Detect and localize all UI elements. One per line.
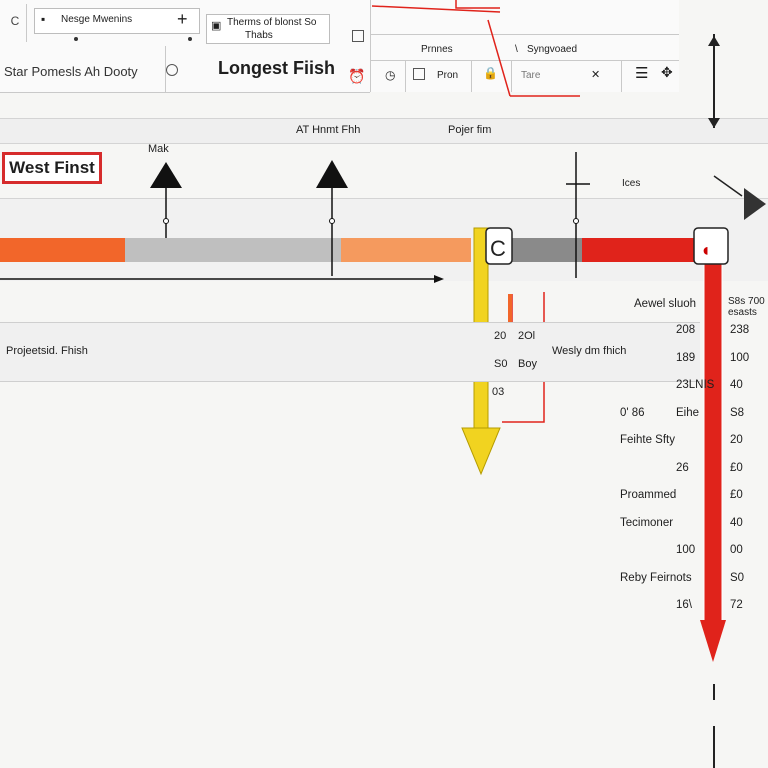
list-item-value-b: 40	[730, 516, 743, 529]
list-item[interactable]: 0' 86 Eihe S8	[580, 405, 768, 425]
back-icon[interactable]: C	[10, 14, 20, 28]
menu-icon[interactable]: ☰	[635, 65, 649, 82]
toolbar-row-top: C ▪ Nesge Mwenins + ▣ Therms of blonst S…	[0, 0, 370, 47]
lock-icon[interactable]: 🔒	[483, 66, 498, 80]
pane-b-label: Syngvoaed	[527, 44, 578, 55]
list-item-value-b: 20	[730, 434, 743, 446]
doc-icon: ▪	[41, 12, 46, 26]
up-arrow-2	[316, 160, 348, 276]
tab-1[interactable]: ▪ Nesge Mwenins +	[34, 8, 200, 34]
column-header-1: AT Hnmt Fhh	[296, 124, 361, 136]
page-title: Longest Fiish	[218, 58, 335, 78]
red-bracket-top	[455, 0, 500, 9]
radio-icon[interactable]	[166, 64, 178, 76]
red-arrow: ◖	[693, 227, 729, 662]
small-label: Ices	[622, 178, 641, 189]
close-icon[interactable]: ✕	[591, 69, 601, 81]
num-top-suffix: 2Ol	[518, 330, 536, 342]
timeline-track	[0, 238, 720, 262]
list-item[interactable]: Tecimoner 40	[580, 515, 768, 535]
pin-icon	[74, 37, 78, 41]
list-item[interactable]: 100 00	[580, 542, 768, 562]
toolbar-row-bottom: Star Pomesls Ah Dooty Longest Fiish ⏰	[0, 46, 370, 93]
list-item-value-b: S8	[730, 406, 745, 419]
mid-label: Wesly dm fhich	[552, 345, 627, 357]
toolbar-right-panel: Prnnes Syngvoaed \ ◷ Pron 🔒 Tare ✕ ☰ ✥	[370, 0, 679, 92]
list-item-value-b: 72	[730, 599, 743, 611]
num-top: 20	[494, 330, 507, 342]
list-item-value-b: S0	[730, 571, 745, 584]
marker-label: Mak	[148, 143, 169, 155]
list-item-value-a: 26	[676, 461, 689, 474]
pin-icon	[188, 37, 192, 41]
svg-text:◖: ◖	[700, 240, 711, 260]
alarm-icon[interactable]: ⏰	[348, 68, 366, 84]
left-caption: Star Pomesls Ah Dooty	[4, 64, 138, 79]
list-item-value-a: 100	[676, 544, 696, 556]
list-item-value-b: 238	[730, 324, 750, 336]
segment-red[interactable]	[582, 238, 694, 262]
doc-icon: ▣	[211, 20, 222, 32]
list-item[interactable]: 26 £0	[580, 460, 768, 480]
list-item-label: Feihte Sfty	[620, 434, 675, 446]
list-item-value-b: 40	[730, 379, 743, 391]
row-label: Projeetsid. Fhish	[6, 345, 88, 357]
num-mid: S0	[494, 358, 508, 370]
plus-icon[interactable]: +	[177, 9, 188, 29]
list-item-value-a: Eihe	[676, 406, 700, 419]
list-item-value-a: 208	[676, 324, 696, 336]
segment-orange[interactable]	[0, 238, 125, 262]
square-icon[interactable]	[352, 30, 364, 42]
list-item-label: Tecimoner	[620, 516, 674, 529]
num-low: 03	[492, 386, 505, 398]
pane-a-label: Prnnes	[421, 44, 453, 55]
tab-1-title: Nesge Mwenins	[61, 14, 133, 25]
list-item[interactable]: 208 238	[580, 322, 768, 342]
list-item-value-b: £0	[730, 489, 743, 501]
list-header-left: Aewel sluoh	[634, 298, 697, 310]
list-item[interactable]: 23LNIS 40	[580, 377, 768, 397]
list-item-label: Reby Feirnots	[620, 571, 692, 584]
column-header-2: Pojer fim	[448, 124, 492, 136]
list-item-value-b: 00	[730, 544, 743, 556]
list-item-value-a: 16\	[676, 599, 692, 611]
svg-text:C: C	[490, 236, 506, 261]
list-header-right: S8s 700 esasts	[728, 296, 765, 318]
segment-gray[interactable]	[125, 238, 341, 262]
list-item-label: Proammed	[620, 489, 677, 501]
list-item-label: 0' 86	[620, 406, 645, 419]
list-item-value-a: 23LNIS	[676, 379, 715, 391]
list-item-value-b: 100	[730, 351, 750, 364]
num-mid-suffix: Boy	[518, 358, 537, 370]
pane-a-sub: Pron	[437, 70, 459, 81]
list-item[interactable]: Feihte Sfty 20	[580, 432, 768, 452]
tab-2[interactable]: ▣ Therms of blonst So Thabs	[206, 14, 330, 44]
list-item-value-a: 189	[676, 351, 696, 364]
move-icon[interactable]: ✥	[661, 64, 673, 80]
right-list: Aewel sluoh S8s 700 esasts 208 238 189 100 2…	[580, 292, 768, 632]
segment-light-orange[interactable]	[341, 238, 471, 262]
list-item-value-b: £0	[730, 461, 743, 474]
chevron-icon[interactable]: \	[515, 44, 518, 55]
up-arrow-1	[150, 162, 182, 238]
list-item[interactable]: Proammed £0	[580, 487, 768, 507]
tab-2-title: Therms of blonst So	[227, 17, 317, 28]
status-badge[interactable]: West Finst	[2, 152, 102, 184]
tab-2-sub: Thabs	[245, 30, 273, 41]
list-item[interactable]: Reby Feirnots S0	[580, 570, 768, 590]
list-item[interactable]: 189 100	[580, 350, 768, 370]
pane-b-sub: Tare	[521, 70, 541, 81]
header-band: AT Hnmt Fhh Pojer fim	[0, 118, 768, 144]
square-icon[interactable]	[413, 68, 425, 80]
clock-icon[interactable]: ◷	[385, 68, 396, 82]
row-band: Projeetsid. Fhish Wesly dm fhich	[0, 322, 700, 382]
list-item[interactable]: 16\ 72	[580, 597, 768, 617]
segment-dark-gray[interactable]	[512, 238, 582, 262]
red-line-diag	[487, 19, 511, 97]
red-line-top	[371, 5, 501, 13]
